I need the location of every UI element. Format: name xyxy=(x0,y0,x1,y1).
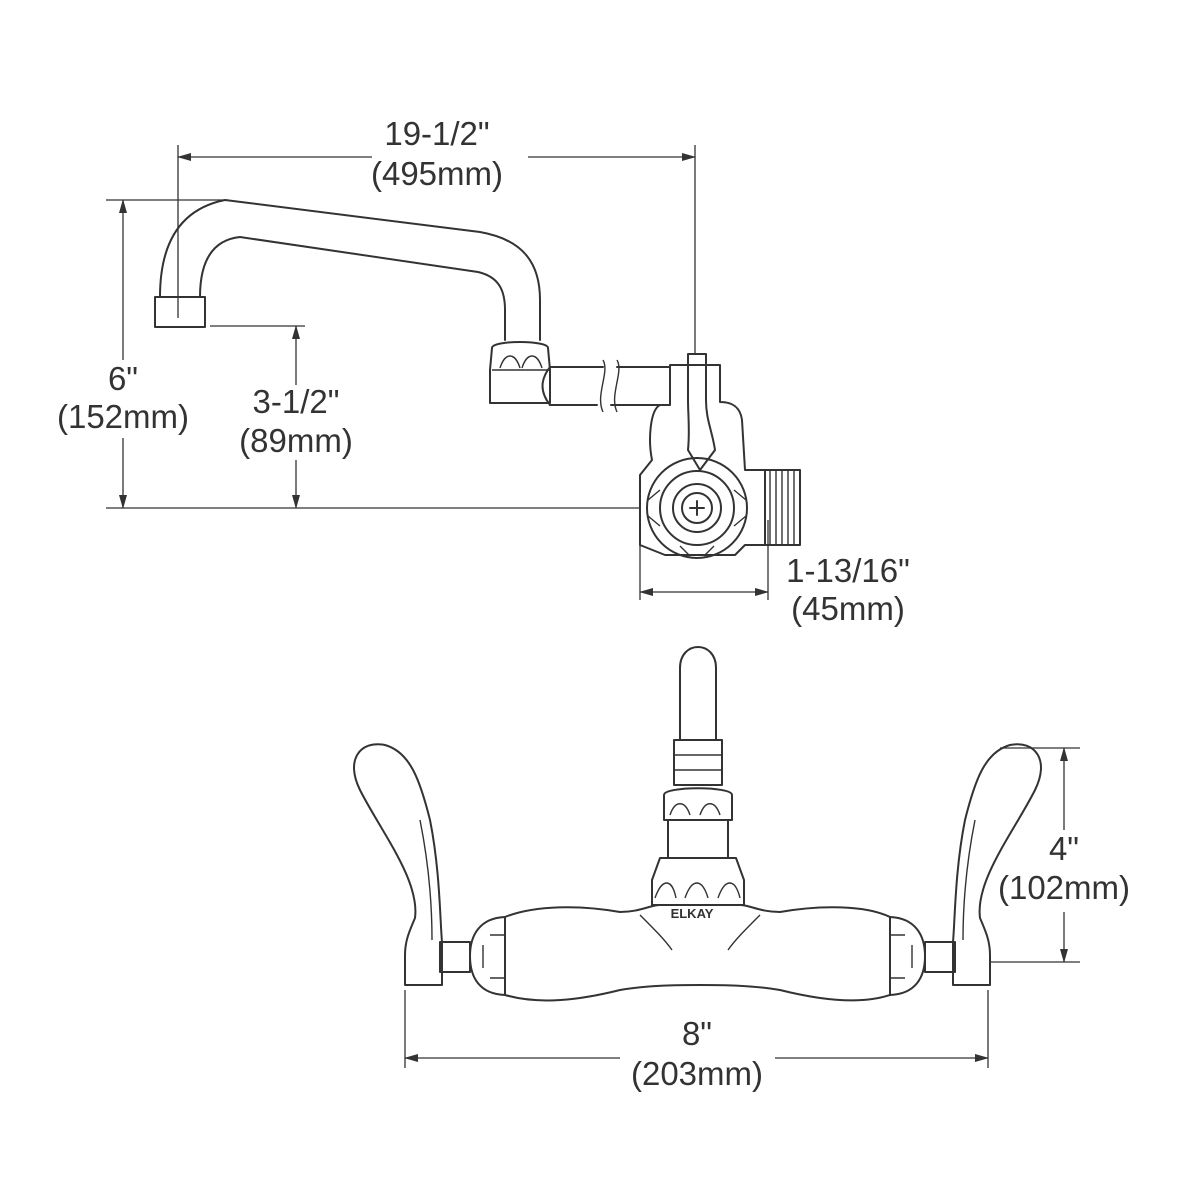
front-right-stem xyxy=(924,941,956,973)
supply-tube xyxy=(549,366,671,406)
front-swivel-nut xyxy=(663,787,733,821)
reach-inch-label: 19-1/2" xyxy=(384,115,489,152)
centers-inch-label: 8" xyxy=(682,1015,712,1052)
depth-mm-label: (45mm) xyxy=(791,590,905,627)
height-mm-label: (152mm) xyxy=(57,398,189,435)
front-spout-tip xyxy=(679,646,717,741)
centers-mm-label: (203mm) xyxy=(631,1055,763,1092)
brand-logo-text: ELKAY xyxy=(671,906,714,921)
tube-break xyxy=(599,359,620,413)
spout-tube-inner xyxy=(199,236,506,341)
front-spout-collar xyxy=(673,739,723,786)
side-handle-lever xyxy=(687,353,716,471)
reach-mm-label: (495mm) xyxy=(371,155,503,192)
spout-tube xyxy=(159,199,541,341)
handle-hub-outer xyxy=(646,457,748,559)
clearance-inch-label: 3-1/2" xyxy=(253,383,340,420)
spout-aerator xyxy=(154,296,206,328)
right-wrist-blade-handle xyxy=(952,743,1042,986)
front-left-end-cap xyxy=(469,916,506,996)
clearance-mm-label: (89mm) xyxy=(239,422,353,459)
front-height-mm-label: (102mm) xyxy=(998,869,1130,906)
valve-body xyxy=(639,364,766,556)
screw-icon xyxy=(689,500,705,516)
height-inch-label: 6" xyxy=(108,360,138,397)
depth-inch-label: 1-13/16" xyxy=(786,552,910,589)
swivel-nut xyxy=(489,341,551,404)
front-view: ELKAY 4" (102mm) 8" (203mm) xyxy=(353,646,1130,1092)
front-height-inch-label: 4" xyxy=(1049,830,1079,867)
front-bonnet xyxy=(651,857,745,906)
front-right-end-cap xyxy=(889,916,926,996)
front-left-stem xyxy=(439,941,471,973)
side-view: 19-1/2" (495mm) 6" (152mm) 3-1/2" (89mm)… xyxy=(57,115,910,627)
left-wrist-blade-handle xyxy=(353,743,443,986)
